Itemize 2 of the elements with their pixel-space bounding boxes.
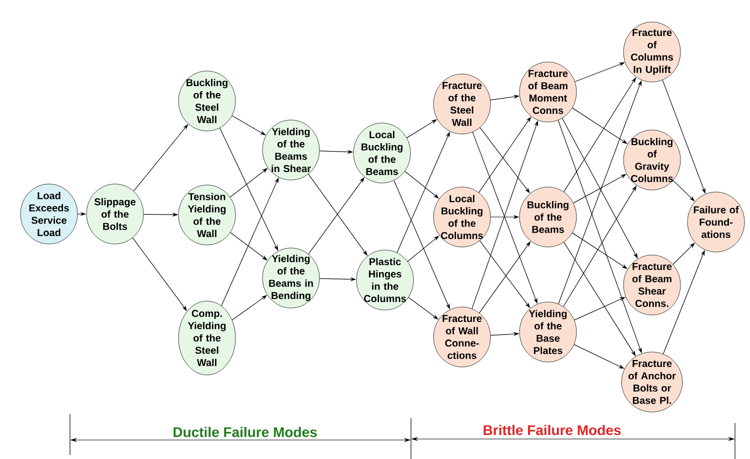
section-label: Brittle Failure Modes (484, 424, 621, 436)
section-label: Ductile Failure Modes (174, 426, 317, 438)
